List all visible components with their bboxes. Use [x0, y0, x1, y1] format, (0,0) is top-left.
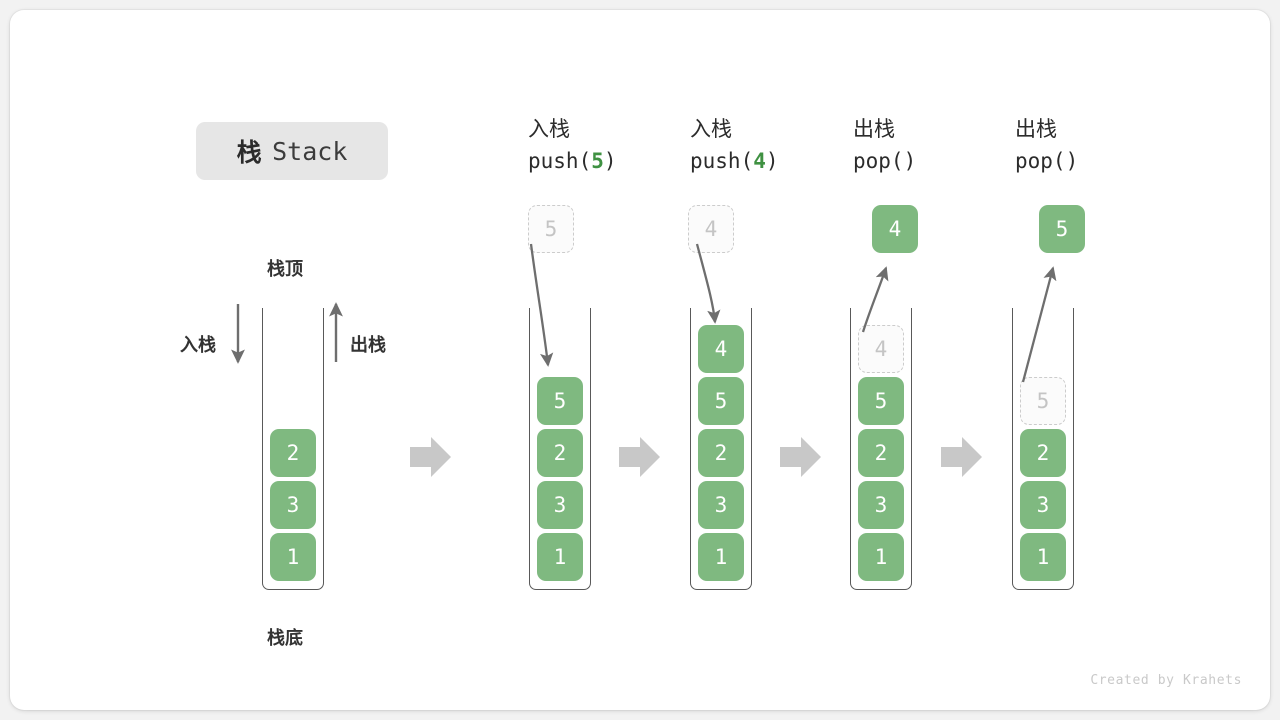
step-op-code-2: push(4): [690, 149, 779, 173]
step-op-cn-3: 出栈: [853, 118, 895, 141]
step-arrow-4: [941, 437, 982, 477]
step-header-4: 出栈 pop(): [1015, 116, 1078, 178]
stack-step-2-cell: 2: [698, 429, 744, 477]
push-label: 入栈: [180, 335, 216, 355]
step-op-code-3: pop(): [853, 149, 917, 173]
stack-step-3-cell: 2: [858, 429, 904, 477]
pop-label: 出栈: [350, 335, 386, 355]
stack-step-1-cell: 1: [537, 533, 583, 581]
step-op-code-1: push(5): [528, 149, 617, 173]
step-header-2: 入栈 push(4): [690, 116, 779, 178]
stack-step-2-cell: 5: [698, 377, 744, 425]
stack-step-2-cell: 4: [698, 325, 744, 373]
step-arrow-3: [780, 437, 821, 477]
step-op-cn-4: 出栈: [1015, 118, 1057, 141]
stack-step-1-cell: 2: [537, 429, 583, 477]
title-en: Stack: [272, 136, 348, 166]
arrows-overlay: [231, 243, 1057, 477]
stack-initial-cell: 3: [270, 481, 316, 529]
stack-step-3-cell: 3: [858, 481, 904, 529]
stack-step-3-cell: 1: [858, 533, 904, 581]
stack-bottom-label: 栈底: [267, 628, 303, 648]
stack-top-label: 栈顶: [267, 259, 303, 279]
stack-initial-cell: 2: [270, 429, 316, 477]
step-op-cn-2: 入栈: [690, 118, 732, 141]
stack-step-1-cell: 3: [537, 481, 583, 529]
stack-initial-cell: 1: [270, 533, 316, 581]
floating-box-3: 4: [872, 205, 918, 253]
step-arrow-2: [619, 437, 660, 477]
title-cn: 栈: [236, 139, 263, 167]
stack-step-4-cell: 2: [1020, 429, 1066, 477]
stack-step-4-cell: 1: [1020, 533, 1066, 581]
step-header-1: 入栈 push(5): [528, 116, 617, 178]
stack-step-1-cell: 5: [537, 377, 583, 425]
floating-box-2: 4: [688, 205, 734, 253]
stack-step-2-cell: 1: [698, 533, 744, 581]
stack-step-2-cell: 3: [698, 481, 744, 529]
step-op-code-4: pop(): [1015, 149, 1079, 173]
floating-box-1: 5: [528, 205, 574, 253]
title-badge: 栈 Stack: [196, 122, 388, 180]
step-arrow-1: [410, 437, 451, 477]
stack-step-3-cell: 4: [858, 325, 904, 373]
floating-box-4: 5: [1039, 205, 1085, 253]
step-op-cn-1: 入栈: [528, 118, 570, 141]
stack-step-4-cell: 5: [1020, 377, 1066, 425]
watermark: Created by Krahets: [1090, 673, 1242, 688]
stack-step-3-cell: 5: [858, 377, 904, 425]
step-header-3: 出栈 pop(): [853, 116, 916, 178]
stack-step-4-cell: 3: [1020, 481, 1066, 529]
